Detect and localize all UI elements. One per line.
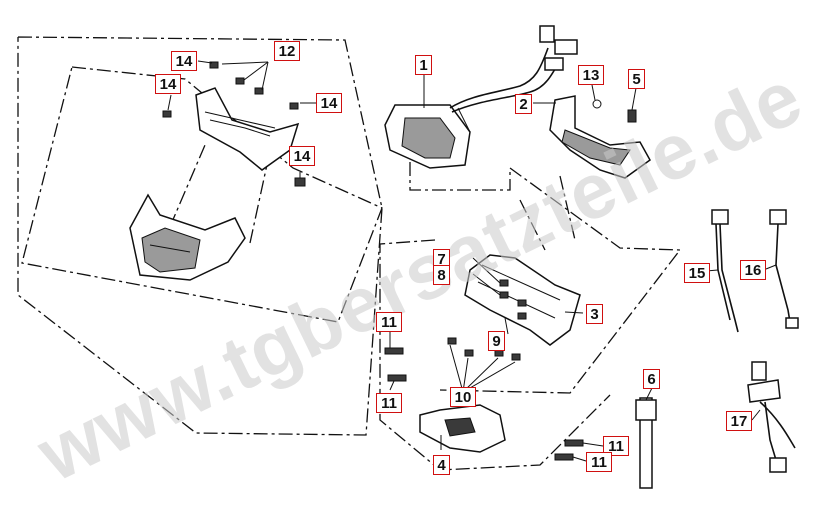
lower-bracket-part xyxy=(419,404,506,453)
connector-part xyxy=(544,57,564,71)
callout-17: 17 xyxy=(726,411,752,431)
callout-12: 12 xyxy=(274,41,300,61)
cable-tie-part xyxy=(635,397,657,489)
callout-7: 7 xyxy=(433,249,450,269)
callout-1: 1 xyxy=(415,55,432,75)
callout-8: 8 xyxy=(433,265,450,285)
fasteners xyxy=(447,279,527,361)
upper-bracket-part xyxy=(195,87,300,171)
callout-3: 3 xyxy=(586,304,603,324)
o-ring-part xyxy=(592,99,602,109)
callout-11: 11 xyxy=(376,312,402,332)
left-guide-line xyxy=(249,159,269,244)
callout-14: 14 xyxy=(155,74,181,94)
callout-11: 11 xyxy=(586,452,612,472)
guide-line xyxy=(519,199,546,251)
guide-line xyxy=(559,175,576,241)
connector-part xyxy=(554,39,578,55)
instrument-cluster-part xyxy=(384,104,471,169)
callout-5: 5 xyxy=(628,69,645,89)
callout-4: 4 xyxy=(433,455,450,475)
upper-cowl-part xyxy=(549,95,651,179)
callout-14: 14 xyxy=(171,51,197,71)
callout-11: 11 xyxy=(603,436,629,456)
switch-15-part xyxy=(711,209,739,333)
connector-part xyxy=(539,25,555,43)
switch-17-part xyxy=(747,361,796,473)
screw-part xyxy=(627,109,637,123)
callout-2: 2 xyxy=(515,94,532,114)
left-assembly-guide xyxy=(21,66,383,323)
switch-16-part xyxy=(769,209,799,329)
callout-10: 10 xyxy=(450,387,476,407)
left-group-dashed-outline xyxy=(17,36,383,436)
callout-11: 11 xyxy=(376,393,402,413)
screws-left xyxy=(162,61,306,187)
callout-9: 9 xyxy=(488,331,505,351)
right-assembly-guide xyxy=(409,162,682,394)
callout-16: 16 xyxy=(740,260,766,280)
callout-13: 13 xyxy=(578,65,604,85)
callout-14: 14 xyxy=(289,146,315,166)
callout-14: 14 xyxy=(316,93,342,113)
cluster-wire xyxy=(449,47,549,109)
callout-6: 6 xyxy=(643,369,660,389)
front-cover-part xyxy=(129,193,246,281)
callout-15: 15 xyxy=(684,263,710,283)
